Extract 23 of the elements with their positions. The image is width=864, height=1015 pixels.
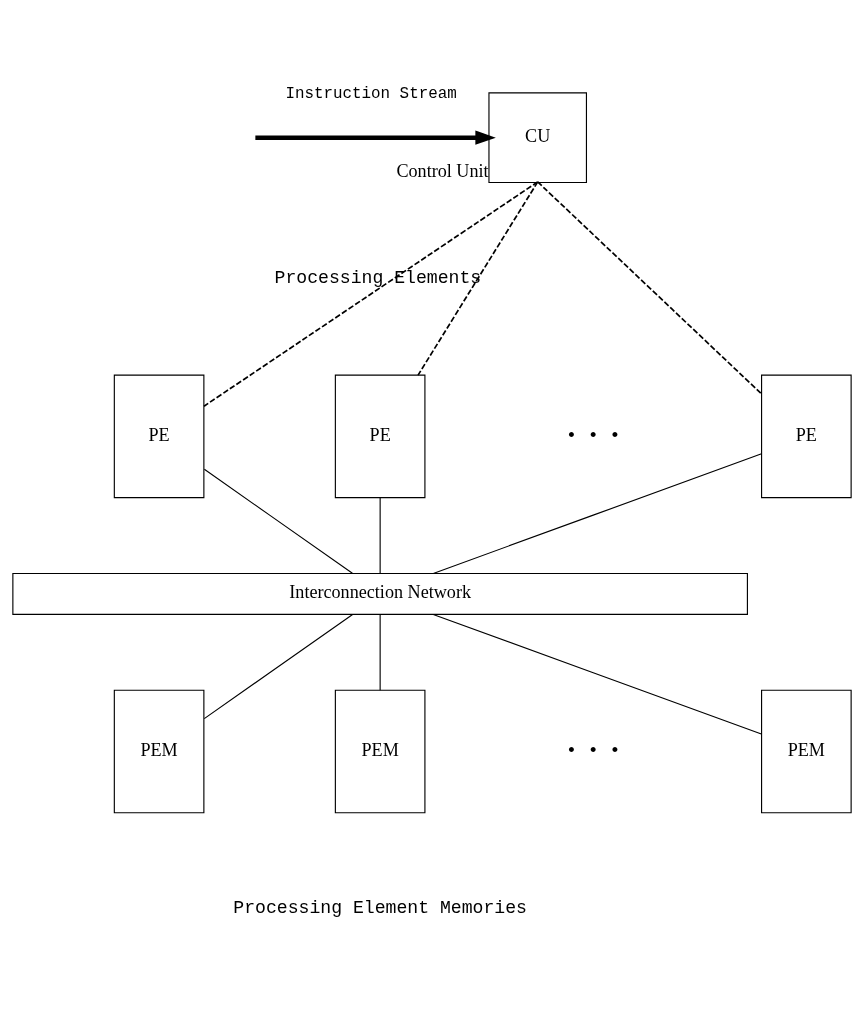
label: Processing Element Memories [233, 898, 527, 919]
edge-label: Instruction Stream [285, 85, 457, 104]
label: • • • [566, 425, 621, 446]
node-box: CU [488, 92, 587, 183]
connector [203, 181, 539, 408]
node-box: PEM [334, 689, 426, 814]
node-box: PE [113, 374, 205, 499]
arrow [255, 130, 496, 145]
connector [203, 468, 353, 574]
connector [203, 613, 354, 720]
connector [432, 453, 763, 574]
node-box: PEM [113, 689, 205, 814]
connector [536, 181, 763, 395]
node-box: PEM [761, 689, 852, 814]
connector [417, 181, 539, 376]
connector [432, 613, 762, 735]
label: Processing Elements [274, 268, 482, 289]
connector [379, 613, 381, 691]
node-box: PE [334, 374, 426, 499]
connector [379, 497, 381, 574]
label: • • • [566, 740, 621, 761]
node-box: PE [761, 374, 852, 499]
node-box: Interconnection Network [12, 572, 748, 615]
